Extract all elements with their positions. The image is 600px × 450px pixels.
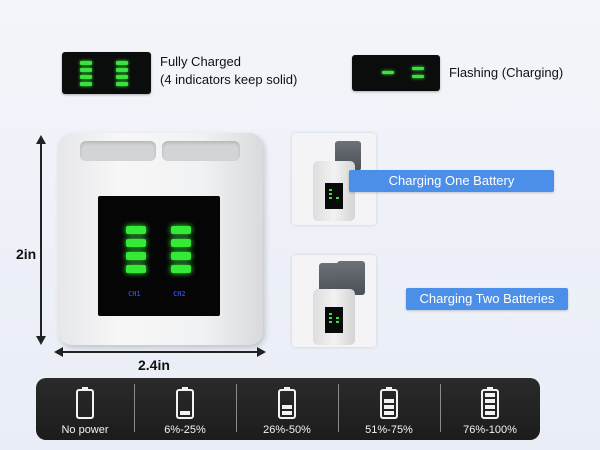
battery-level-bar bbox=[485, 399, 495, 403]
battery-level-bar bbox=[384, 411, 394, 415]
full-charged-text: Fully Charged (4 indicators keep solid) bbox=[160, 53, 297, 89]
led bbox=[171, 239, 191, 247]
width-arrow-heads bbox=[54, 347, 266, 357]
battery-outline bbox=[278, 389, 296, 419]
mini-charger bbox=[313, 289, 355, 345]
ch1-big-led-column bbox=[126, 226, 146, 273]
ch1-led-column bbox=[80, 61, 92, 86]
charger-led-display: CH1 CH2 bbox=[98, 196, 220, 316]
battery-terminal bbox=[386, 387, 392, 390]
battery-level-bar bbox=[282, 405, 292, 409]
full-charged-line1: Fully Charged bbox=[160, 54, 241, 69]
level-item: No power bbox=[36, 378, 134, 440]
battery-slot-2 bbox=[162, 141, 240, 161]
mini-led-display bbox=[325, 183, 343, 209]
led bbox=[382, 71, 394, 74]
divider bbox=[338, 384, 339, 432]
led bbox=[80, 61, 92, 65]
mini-led-display bbox=[325, 307, 343, 333]
led bbox=[116, 82, 128, 86]
battery-outline bbox=[76, 389, 94, 419]
battery-level-bar bbox=[485, 405, 495, 409]
led bbox=[116, 61, 128, 65]
ch2-big-led-column bbox=[171, 226, 191, 273]
battery-terminal bbox=[182, 387, 188, 390]
battery-level-bar bbox=[384, 405, 394, 409]
divider bbox=[134, 384, 135, 432]
level-item: 26%-50% bbox=[236, 378, 338, 440]
led bbox=[412, 67, 424, 70]
width-arrow bbox=[60, 351, 260, 353]
led bbox=[80, 68, 92, 72]
battery-terminal bbox=[82, 387, 88, 390]
level-label: 6%-25% bbox=[164, 424, 206, 436]
divider bbox=[236, 384, 237, 432]
level-label: No power bbox=[61, 424, 109, 436]
led bbox=[126, 239, 146, 247]
height-arrow-heads bbox=[36, 135, 46, 345]
led bbox=[171, 252, 191, 260]
level-label: 51%-75% bbox=[365, 424, 413, 436]
led bbox=[80, 75, 92, 79]
led bbox=[126, 252, 146, 260]
battery-level-bar bbox=[384, 399, 394, 403]
mini-charger bbox=[313, 161, 355, 221]
battery-low-icon bbox=[176, 387, 194, 419]
ch2-led-column bbox=[116, 61, 128, 86]
height-label: 2in bbox=[16, 246, 37, 262]
battery-outline bbox=[481, 389, 499, 419]
led bbox=[116, 75, 128, 79]
battery-level-bar bbox=[485, 411, 495, 415]
led bbox=[126, 265, 146, 273]
battery-three-quarter-icon bbox=[380, 387, 398, 419]
charging-two-batteries-label: Charging Two Batteries bbox=[406, 288, 568, 310]
led bbox=[171, 265, 191, 273]
led bbox=[116, 68, 128, 72]
level-item: 6%-25% bbox=[134, 378, 236, 440]
level-item: 76%-100% bbox=[440, 378, 540, 440]
led bbox=[80, 82, 92, 86]
level-label: 26%-50% bbox=[263, 424, 311, 436]
level-label: 76%-100% bbox=[463, 424, 517, 436]
flashing-text: Flashing (Charging) bbox=[449, 65, 564, 80]
led bbox=[171, 226, 191, 234]
divider bbox=[440, 384, 441, 432]
two-batteries-photo bbox=[292, 255, 376, 347]
ch1-label: CH1 bbox=[128, 290, 141, 298]
battery-empty-icon bbox=[76, 387, 94, 419]
battery-full-icon bbox=[481, 387, 499, 419]
charger-product-image: CH1 CH2 bbox=[58, 133, 263, 345]
battery-slot-1 bbox=[80, 141, 156, 161]
battery-level-bar bbox=[282, 411, 292, 415]
battery-terminal bbox=[284, 387, 290, 390]
flashing-indicator-panel bbox=[352, 55, 440, 91]
height-arrow bbox=[40, 140, 42, 340]
ch2-label: CH2 bbox=[173, 290, 186, 298]
full-charged-line2: (4 indicators keep solid) bbox=[160, 72, 298, 87]
led bbox=[412, 75, 424, 78]
battery-level-bar bbox=[180, 411, 190, 415]
full-charged-indicator-panel bbox=[62, 52, 151, 94]
battery-terminal bbox=[487, 387, 493, 390]
battery-outline bbox=[380, 389, 398, 419]
level-item: 51%-75% bbox=[338, 378, 440, 440]
battery-outline bbox=[176, 389, 194, 419]
power-level-strip: No power 6%-25% 26%-50% 51%-75% 76%-100% bbox=[36, 378, 540, 440]
width-label: 2.4in bbox=[138, 357, 170, 373]
charging-one-battery-label: Charging One Battery bbox=[349, 170, 554, 192]
battery-half-icon bbox=[278, 387, 296, 419]
led bbox=[126, 226, 146, 234]
battery-level-bar bbox=[485, 393, 495, 397]
